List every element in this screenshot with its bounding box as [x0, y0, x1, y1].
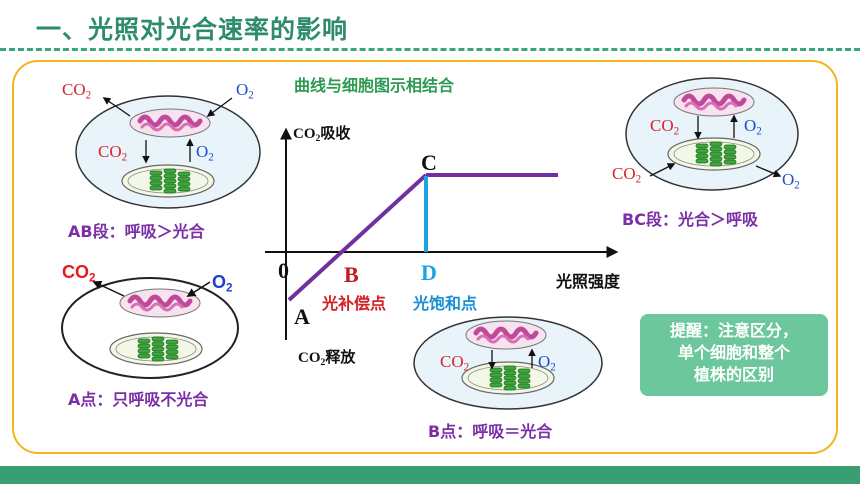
ab-o2-in-arrow [206, 97, 233, 117]
ab-caption: AB段：呼吸＞光合 [68, 222, 205, 241]
reminder-line-2: 单个细胞和整个 [677, 343, 790, 362]
saturation-point-label: 光饱和点 [413, 294, 478, 313]
bc-caption: BC段：光合＞呼吸 [622, 210, 758, 229]
content-frame [12, 60, 838, 454]
y-axis-label-top: CO2吸收 [293, 124, 351, 144]
rising-curve-segment [287, 173, 428, 302]
a-o2-in-arrow [186, 281, 211, 297]
ab-co2-inner-label: CO2 [98, 142, 128, 164]
ab-o2-inner-label: O2 [196, 142, 214, 164]
compensation-point-label: 光补偿点 [322, 294, 387, 313]
ab-o2-in-label: O2 [236, 80, 254, 102]
point-d-label: D [421, 260, 437, 285]
page-title: 一、光照对光合速率的影响 [36, 15, 349, 44]
bc-o2-inner-label: O2 [744, 116, 762, 138]
ab-co2-out-arrow [102, 97, 131, 117]
footer-bar [0, 466, 860, 484]
reminder-line-3: 植株的区别 [693, 365, 774, 384]
y-axis-label-bottom: CO2释放 [298, 348, 356, 368]
diagram-subtitle: 曲线与细胞图示相结合 [294, 76, 455, 95]
b-o2-label: O2 [538, 352, 556, 374]
b-caption: B点：呼吸＝光合 [428, 422, 553, 441]
a-o2-label: O2 [212, 272, 233, 295]
point-b-label: B [344, 262, 359, 287]
bc-o2-out-label: O2 [782, 170, 800, 192]
title-divider [0, 48, 860, 51]
a-co2-out-arrow [92, 280, 125, 297]
bc-mitochondrion [674, 88, 754, 116]
b-co2-label: CO2 [440, 352, 470, 374]
bc-co2-in-arrow [649, 163, 676, 177]
bc-chloroplast [667, 137, 761, 171]
bc-co2-in-label: CO2 [612, 164, 642, 186]
ab-co2-out-label: CO2 [62, 80, 92, 102]
bc-co2-inner-label: CO2 [650, 116, 680, 138]
a-caption: A点：只呼吸不光合 [68, 390, 209, 409]
reminder-note: 提醒：注意区分， 单个细胞和整个 植株的区别 [640, 314, 828, 396]
point-a-label: A [294, 304, 310, 329]
bc-o2-out-arrow [755, 165, 782, 178]
reminder-line-1: 提醒：注意区分， [669, 321, 798, 340]
x-axis-label: 光照强度 [556, 272, 621, 291]
point-c-label: C [421, 150, 437, 175]
a-co2-label: CO2 [62, 262, 96, 285]
origin-label: 0 [278, 258, 289, 283]
